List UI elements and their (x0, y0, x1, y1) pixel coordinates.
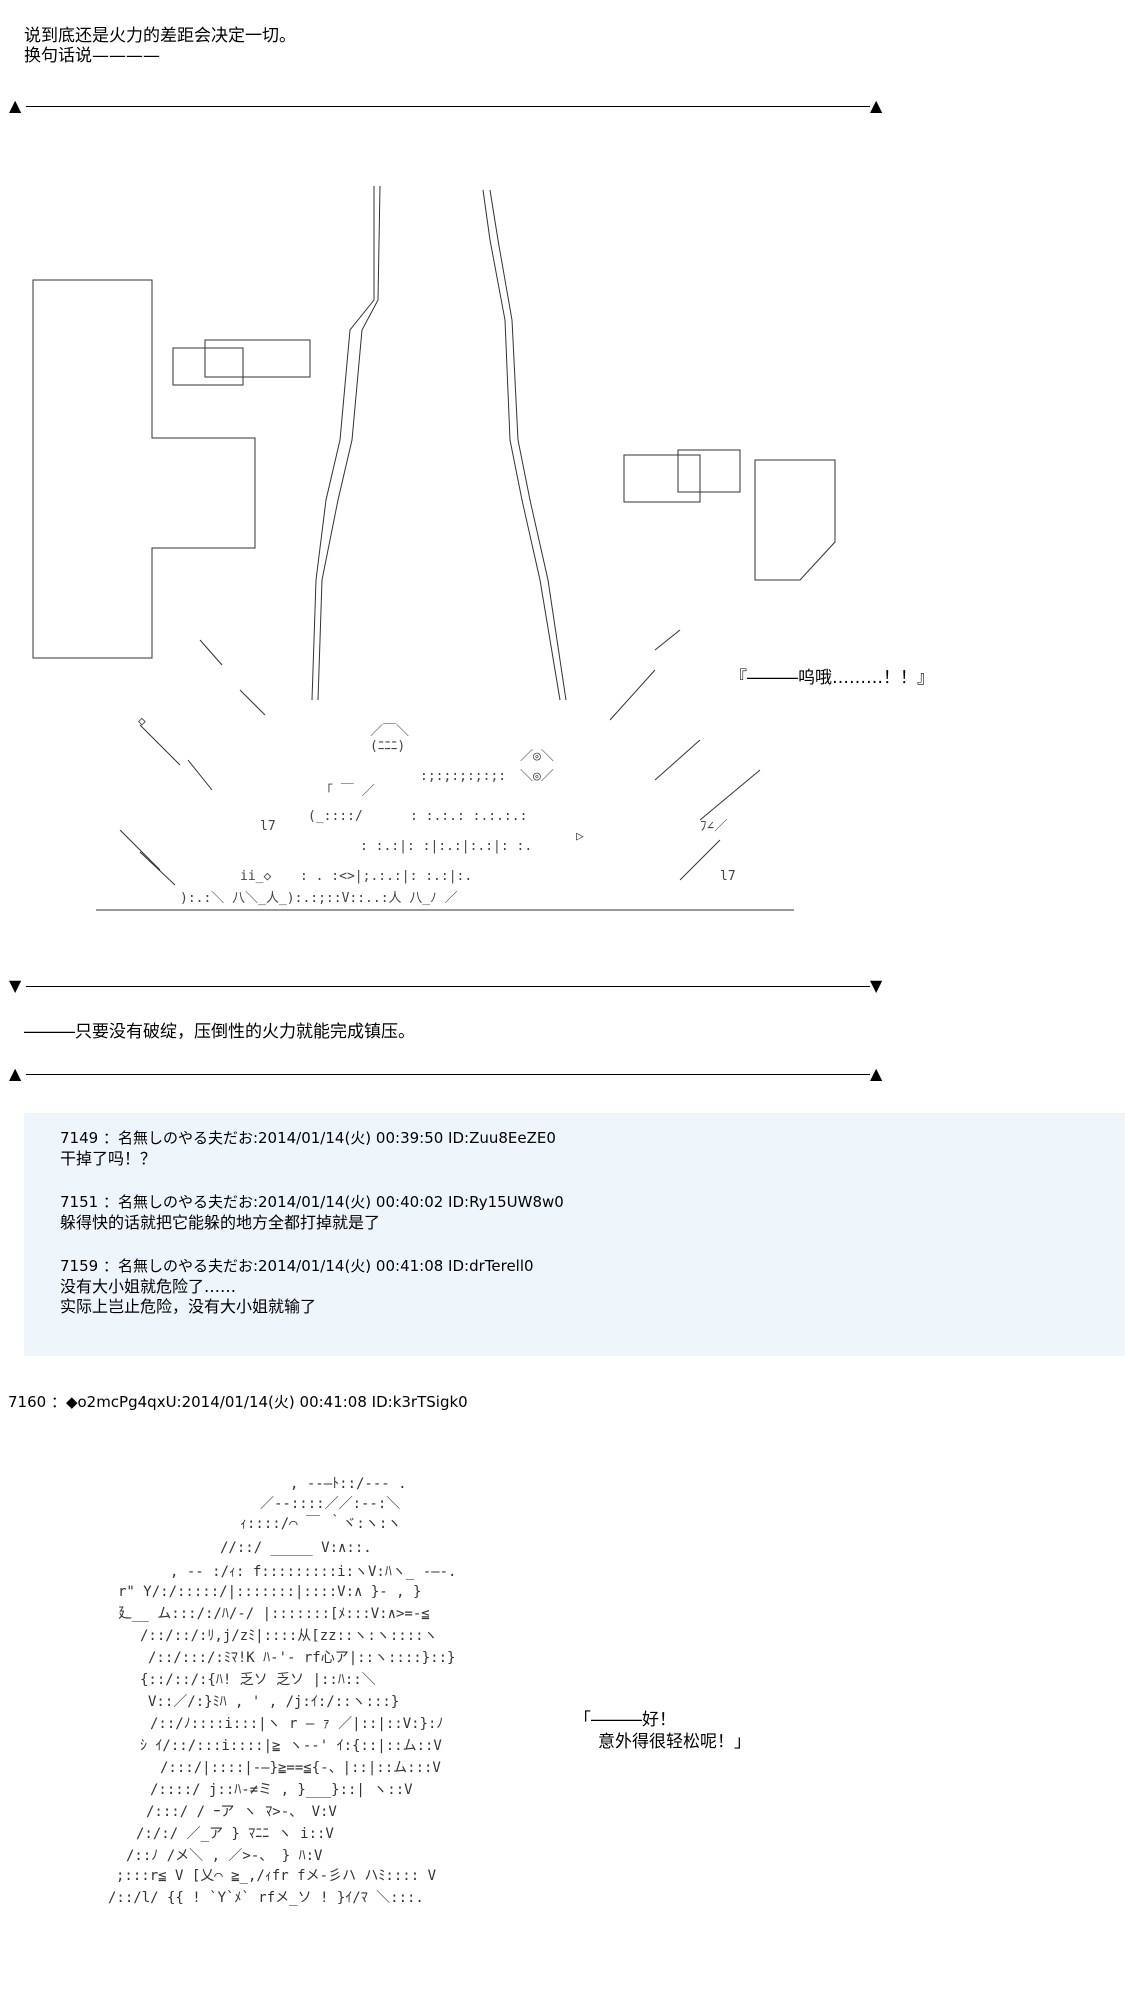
svg-text:(_::::/: (_::::/ (308, 809, 363, 824)
svg-text://::/ _____ V:∧::.: //::/ _____ V:∧::. (220, 1540, 372, 1556)
svg-text:: :.:.: :.:.:.:: : :.:.: :.:.:.: (410, 809, 527, 824)
narration-line-3: ―――只要没有破绽，压倒性的火力就能完成镇压。 (24, 1022, 415, 1042)
ruler-line (26, 1074, 870, 1075)
reply-header: 7149 ：名無しのやる夫だお:2014/01/14(火) 00:39:50 I… (60, 1129, 556, 1147)
speech-line-2: 意外得很轻松呢！」 (598, 1732, 751, 1752)
svg-text:/:/:/ ／_ア } ﾏﾆﾆ ヽ i::V: /:/:/ ／_ア } ﾏﾆﾆ ヽ i::V (136, 1826, 334, 1842)
svg-text:ｼ ｲ/::/:::i::::|≧ ヽ--' ｲ:{::|:: ｼ ｲ/::/:::i::::|≧ ヽ--' ｲ:{::|::ム::V (140, 1738, 442, 1754)
svg-text:ii_◇: ii_◇ (240, 869, 271, 884)
post-header: 7160 ：◆o2mcPg4qxU:2014/01/14(火) 00:41:08… (8, 1393, 468, 1411)
svg-text:／￣＼: ／￣＼ (370, 724, 409, 739)
svg-text:/:::/ / ｰア ヽ ﾏ>-、 V:V: /:::/ / ｰア ヽ ﾏ>-、 V:V (146, 1804, 337, 1820)
svg-text:ｨ::::/⌒ ￣ ｀ヾ:ヽ:ヽ: ｨ::::/⌒ ￣ ｀ヾ:ヽ:ヽ (240, 1514, 401, 1532)
svg-text:(ﾆﾆﾆ): (ﾆﾆﾆ) (370, 739, 405, 754)
svg-text:◇: ◇ (138, 714, 146, 729)
ruler-marker-right: ▼ (870, 976, 883, 995)
ruler-marker-left: ▲ (9, 1064, 22, 1083)
reply-posts-block: 7149 ：名無しのやる夫だお:2014/01/14(火) 00:39:50 I… (24, 1113, 1125, 1356)
reply-body-line: 没有大小姐就危险了…… (60, 1277, 237, 1296)
reply-body-line: 干掉了吗！？ (60, 1149, 157, 1168)
svg-text:/:::/|::::|-―}≧==≦{-、|::|::ム::: /:::/|::::|-―}≧==≦{-、|::|::ム:::V (160, 1760, 441, 1776)
reply-body-line: 实际上岂止危险，没有大小姐就输了 (60, 1297, 317, 1316)
ruler-marker-left: ▲ (9, 96, 22, 115)
svg-text:):.:＼ 八＼_人_):.:;::V::..:人 八_ﾉ: ):.:＼ 八＼_人_):.:;::V::..:人 八_ﾉ ／ (180, 891, 458, 906)
ruler-line (26, 986, 870, 987)
speech-line-1: 「―――好！ (574, 1710, 676, 1730)
svg-text:/::::/ j::ﾊ-≠ミ , }___}::| ヽ: /::::/ j::ﾊ-≠ミ , }___}::| ヽ::V (150, 1782, 413, 1798)
ascii-art-character: , --―ﾄ::/--- . ／--::::／／:--:＼ ｨ::::/⌒ ￣ … (118, 1476, 456, 1864)
svg-text:l7: l7 (720, 869, 736, 884)
narration-line-2: 换句话说———— (24, 46, 160, 66)
svg-text:V::／/:}ﾐﾊ , ' , /j:ｲ:/::ヽ::: V::／/:}ﾐﾊ , ' , /j:ｲ:/::ヽ:::} (148, 1694, 399, 1710)
svg-text:/::/::/:ﾘ,j/zﾐ|::::从[zz::ヽ:ヽ::: /::/::/:ﾘ,j/zﾐ|::::从[zz::ヽ:ヽ::::ヽ (140, 1628, 438, 1644)
svg-text::;:;:;:;:;:: :;:;:;:;:;: (420, 769, 506, 784)
svg-text:r" Y/:/:::::/|:::::::|::::V:: r" Y/:/:::::/|:::::::|::::V:∧ }- , } (118, 1584, 421, 1600)
svg-text:／--::::／／:--:＼: ／--::::／／:--:＼ (260, 1496, 400, 1512)
svg-text:/::ﾉ /メ＼ , ／>-、 } ﾊ:V: /::ﾉ /メ＼ , ／>-、 } ﾊ:V (126, 1848, 323, 1864)
ruler-marker-left: ▼ (9, 976, 22, 995)
ascii-art-explosion-scene: ◇ ／￣＼ (ﾆﾆﾆ) 「 ￣ ／ (_::::/ :;:;:;:;:;: : … (32, 185, 836, 911)
svg-text:/::/l/ {{ ! `Y`ﾒ` rfメ_ソ !: /::/l/ {{ ! `Y`ﾒ` rfメ_ソ ! }ｲ/ﾏ ＼:::. (108, 1890, 424, 1906)
ruler-line (26, 106, 870, 107)
svg-text:l7: l7 (260, 819, 276, 834)
svg-text:, --―ﾄ::/--- .: , --―ﾄ::/--- . (290, 1476, 407, 1492)
svg-text:/::/ﾉ::::i:::|ヽ r ― ｧ ／|::|: /::/ﾉ::::i:::|ヽ r ― ｧ ／|::|::V:}:ﾉ (150, 1716, 443, 1732)
ascii-art-character-lower: ;:::r≦ V [乂⌒ ≧_,/ｨfr fメ-彡ハ ハﾐ:::: V /::/… (108, 1868, 437, 1906)
svg-text:廴__ ム:::/:/ﾊ/-/ |:::::::[ﾒ:::: 廴__ ム:::/:/ﾊ/-/ |:::::::[ﾒ:::V:∧>=-≦ (118, 1606, 430, 1622)
svg-text:▷: ▷ (576, 829, 584, 844)
svg-text:／◎＼: ／◎＼ (520, 749, 554, 764)
narration-line-1: 说到底还是火力的差距会决定一切。 (24, 26, 296, 46)
reply-header: 7151 ：名無しのやる夫だお:2014/01/14(火) 00:40:02 I… (60, 1193, 564, 1211)
svg-text:/::/:::/:ﾐﾏ!K ﾊ-'- rf心ア|::ヽ:::: /::/:::/:ﾐﾏ!K ﾊ-'- rf心ア|::ヽ::::}::} (148, 1650, 455, 1666)
svg-text:＼◎／: ＼◎／ (520, 769, 554, 784)
svg-text:, -‐ :/ｨ: f:::::::::i:ヽV:ﾊヽ_ -: , -‐ :/ｨ: f:::::::::i:ヽV:ﾊヽ_ -―-. (170, 1564, 456, 1580)
ruler-marker-right: ▲ (870, 96, 883, 115)
reply-header: 7159 ：名無しのやる夫だお:2014/01/14(火) 00:41:08 I… (60, 1257, 534, 1275)
svg-text:ﾌ∠／: ﾌ∠／ (700, 819, 727, 834)
ruler-marker-right: ▲ (870, 1064, 883, 1083)
svg-text:: . :<>|;.:.:|: :.:|:.: : . :<>|;.:.:|: :.:|:. (300, 869, 472, 884)
svg-text:;:::r≦ V [乂⌒ ≧_,/ｨfr fメ-彡ハ ハ: ;:::r≦ V [乂⌒ ≧_,/ｨfr fメ-彡ハ ハﾐ:::: V (116, 1868, 437, 1884)
svg-text:: :.:|: :|:.:|:.:|: :.: : :.:|: :|:.:|:.:|: :. (360, 839, 532, 854)
reply-body-line: 躲得快的话就把它能躲的地方全都打掉就是了 (60, 1213, 381, 1232)
svg-text:{::/::/:{ﾊ! 乏ソ 乏ソ |::ﾊ::＼: {::/::/:{ﾊ! 乏ソ 乏ソ |::ﾊ::＼ (140, 1672, 376, 1688)
svg-text:「 ￣ ／: 「 ￣ ／ (320, 784, 375, 799)
scene-caption: 『―――呜哦………！！』 (730, 668, 934, 688)
